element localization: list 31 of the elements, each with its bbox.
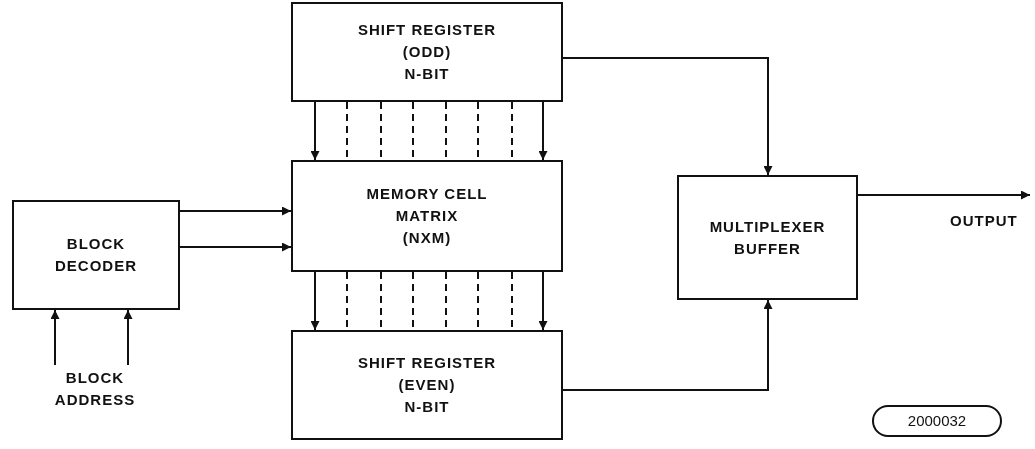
box-text: MEMORY CELL xyxy=(366,184,488,205)
box-text: SHIFT REGISTER xyxy=(357,20,497,41)
arrow xyxy=(179,206,292,216)
figure-number: 2000032 xyxy=(907,411,967,432)
figure-number-box xyxy=(872,405,1002,437)
box-text: N-BIT xyxy=(404,63,450,84)
box-text: (ODD) xyxy=(402,42,452,63)
process-box xyxy=(291,2,563,102)
arrow xyxy=(50,309,60,366)
box-text: (EVEN) xyxy=(398,375,456,396)
arrow xyxy=(538,101,548,161)
arrow xyxy=(310,271,320,331)
arrow xyxy=(179,242,292,252)
box-text: SHIFT REGISTER xyxy=(357,353,497,374)
box-text: MATRIX xyxy=(395,206,459,227)
arrow xyxy=(538,271,548,331)
arrow xyxy=(310,101,320,161)
arrow xyxy=(562,299,773,391)
output-label: OUTPUT xyxy=(950,212,1018,229)
process-box xyxy=(291,160,563,272)
box-text: MULTIPLEXER BUFFER xyxy=(708,216,827,259)
box-text: N-BIT xyxy=(404,396,450,417)
arrow xyxy=(857,190,1031,200)
process-box xyxy=(677,175,858,300)
box-text: BLOCK DECODER xyxy=(54,234,138,276)
arrow xyxy=(562,57,773,176)
input-label: BLOCK ADDRESS xyxy=(53,368,137,410)
arrow xyxy=(123,309,133,366)
process-box xyxy=(291,330,563,440)
box-text: (NXM) xyxy=(402,227,452,248)
process-box xyxy=(12,200,180,310)
